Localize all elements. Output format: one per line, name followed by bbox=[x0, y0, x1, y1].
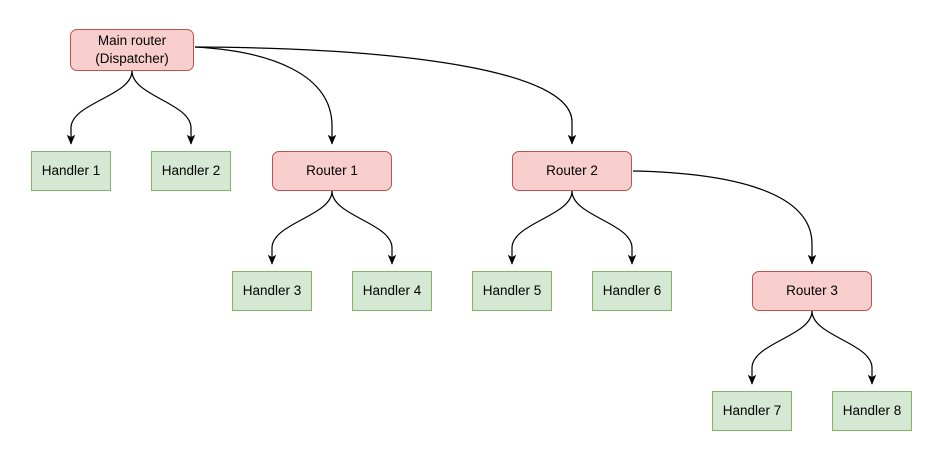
node-label: Handler 3 bbox=[242, 283, 302, 299]
node-main-router[interactable]: Main router (Dispatcher) bbox=[70, 29, 194, 71]
edge-router-2-to-handler-6 bbox=[571, 190, 637, 265]
node-handler-3[interactable]: Handler 3 bbox=[232, 271, 312, 311]
node-label: Router 3 bbox=[786, 283, 838, 299]
node-label: Handler 6 bbox=[602, 283, 662, 299]
node-handler-1[interactable]: Handler 1 bbox=[31, 151, 111, 191]
node-label: Handler 1 bbox=[41, 163, 101, 179]
edge-main-to-handler-1 bbox=[66, 70, 133, 145]
edge-router-1-to-handler-4 bbox=[331, 190, 397, 265]
node-label: Handler 4 bbox=[362, 283, 422, 299]
node-router-3[interactable]: Router 3 bbox=[752, 271, 872, 311]
node-label: Router 2 bbox=[546, 163, 598, 179]
edge-router-1-to-handler-3 bbox=[267, 190, 333, 265]
node-label: Router 1 bbox=[306, 163, 358, 179]
node-router-1[interactable]: Router 1 bbox=[272, 151, 392, 191]
node-label: Handler 8 bbox=[842, 403, 902, 419]
edge-main-to-handler-2 bbox=[131, 70, 196, 145]
node-label: Handler 7 bbox=[722, 403, 782, 419]
node-label: Handler 2 bbox=[161, 163, 221, 179]
node-router-2[interactable]: Router 2 bbox=[512, 151, 632, 191]
edge-router-2-to-handler-5 bbox=[507, 190, 573, 265]
node-handler-2[interactable]: Handler 2 bbox=[151, 151, 231, 191]
edge-router-2-to-router-3 bbox=[632, 170, 817, 265]
edge-main-to-router-2 bbox=[194, 46, 577, 145]
node-handler-5[interactable]: Handler 5 bbox=[472, 271, 552, 311]
node-handler-7[interactable]: Handler 7 bbox=[712, 391, 792, 431]
edge-router-3-to-handler-7 bbox=[747, 310, 813, 385]
node-label: Handler 5 bbox=[482, 283, 542, 299]
node-handler-4[interactable]: Handler 4 bbox=[352, 271, 432, 311]
node-handler-8[interactable]: Handler 8 bbox=[832, 391, 912, 431]
node-label: Main router (Dispatcher) bbox=[95, 33, 169, 66]
edge-main-to-router-1 bbox=[194, 46, 337, 145]
edge-router-3-to-handler-8 bbox=[811, 310, 877, 385]
node-handler-6[interactable]: Handler 6 bbox=[592, 271, 672, 311]
